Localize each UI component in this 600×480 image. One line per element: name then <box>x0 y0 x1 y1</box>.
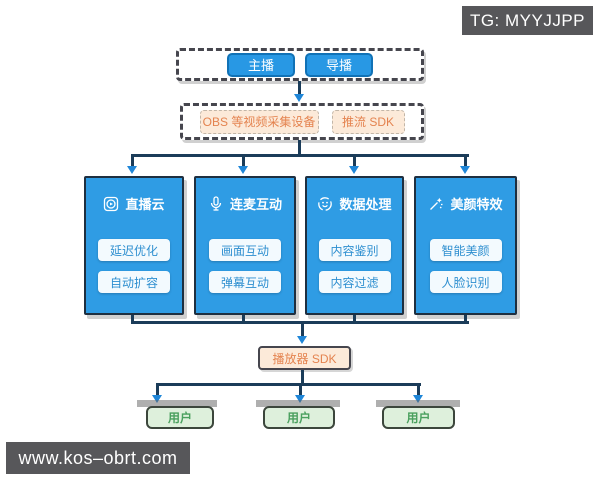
arrow-down-icon <box>413 395 423 403</box>
connector-line <box>157 383 421 386</box>
connector-line <box>353 315 356 324</box>
service-title: 直播云 <box>125 197 165 212</box>
service-panel-header: 直播云 <box>86 194 182 213</box>
connector-line <box>298 140 301 156</box>
service-panel-header: 美颜特效 <box>416 194 515 213</box>
feature-chip: 内容过滤 <box>318 271 391 293</box>
node-director: 导播 <box>305 52 373 77</box>
connector-line <box>464 154 467 167</box>
arrow-down-icon <box>295 395 305 403</box>
sources-group: 主播 导播 <box>176 48 424 81</box>
node-user: 用户 <box>263 406 335 429</box>
sketch-shadow <box>256 400 340 407</box>
connector-line <box>156 383 159 395</box>
connector-line <box>242 315 245 324</box>
service-title: 美颜特效 <box>450 197 503 212</box>
node-anchor: 主播 <box>227 52 295 77</box>
mic-icon <box>208 195 224 212</box>
connector-line <box>298 81 301 95</box>
sketch-shadow <box>137 400 217 407</box>
connector-line <box>464 315 467 324</box>
feature-chip: 延迟优化 <box>98 239 170 261</box>
connector-line <box>353 154 356 167</box>
connector-line <box>132 321 469 324</box>
connector-line <box>299 383 302 395</box>
arrow-down-icon <box>152 395 162 403</box>
connector-line <box>301 370 304 385</box>
watermark-telegram: TG: MYYJJPP <box>462 6 593 35</box>
feature-chip: 画面互动 <box>209 239 281 261</box>
node-user: 用户 <box>382 406 455 429</box>
service-panel-header: 数据处理 <box>307 194 402 213</box>
arrow-down-icon <box>297 336 307 344</box>
connector-line <box>131 315 134 324</box>
connector-line <box>301 321 304 337</box>
node-obs-capture: OBS 等视频采集设备 <box>199 109 319 134</box>
wand-icon <box>428 196 444 212</box>
feature-chip: 智能美颜 <box>429 239 502 261</box>
feature-chip: 自动扩容 <box>98 271 170 293</box>
node-user: 用户 <box>146 406 214 429</box>
arrow-down-icon <box>238 166 248 174</box>
service-title: 连麦互动 <box>229 197 282 212</box>
sketch-shadow <box>376 400 460 407</box>
feature-chip: 内容鉴别 <box>318 239 391 261</box>
capture-group: OBS 等视频采集设备 推流 SDK <box>180 103 424 140</box>
connector-line <box>242 154 245 167</box>
arrow-down-icon <box>460 166 470 174</box>
video-icon <box>103 196 119 212</box>
service-panel-live-cloud: 直播云 延迟优化 自动扩容 <box>84 176 184 315</box>
connector-line <box>132 154 469 157</box>
feature-chip: 弹幕互动 <box>209 271 281 293</box>
connector-line <box>131 154 134 167</box>
feature-chip: 人脸识别 <box>429 271 502 293</box>
arrow-down-icon <box>127 166 137 174</box>
service-panel-mic-interaction: 连麦互动 画面互动 弹幕互动 <box>194 176 296 315</box>
service-panel-beauty-effects: 美颜特效 智能美颜 人脸识别 <box>414 176 517 315</box>
arrow-down-icon <box>349 166 359 174</box>
arrow-down-icon <box>294 94 304 102</box>
node-push-sdk: 推流 SDK <box>331 109 405 134</box>
connector-line <box>417 383 420 395</box>
service-title: 数据处理 <box>339 197 392 212</box>
service-panel-data-processing: 数据处理 内容鉴别 内容过滤 <box>305 176 404 315</box>
node-player-sdk: 播放器 SDK <box>258 346 351 370</box>
smiley-icon <box>317 196 333 212</box>
service-panel-header: 连麦互动 <box>196 194 294 213</box>
watermark-website: www.kos–obrt.com <box>6 442 190 474</box>
